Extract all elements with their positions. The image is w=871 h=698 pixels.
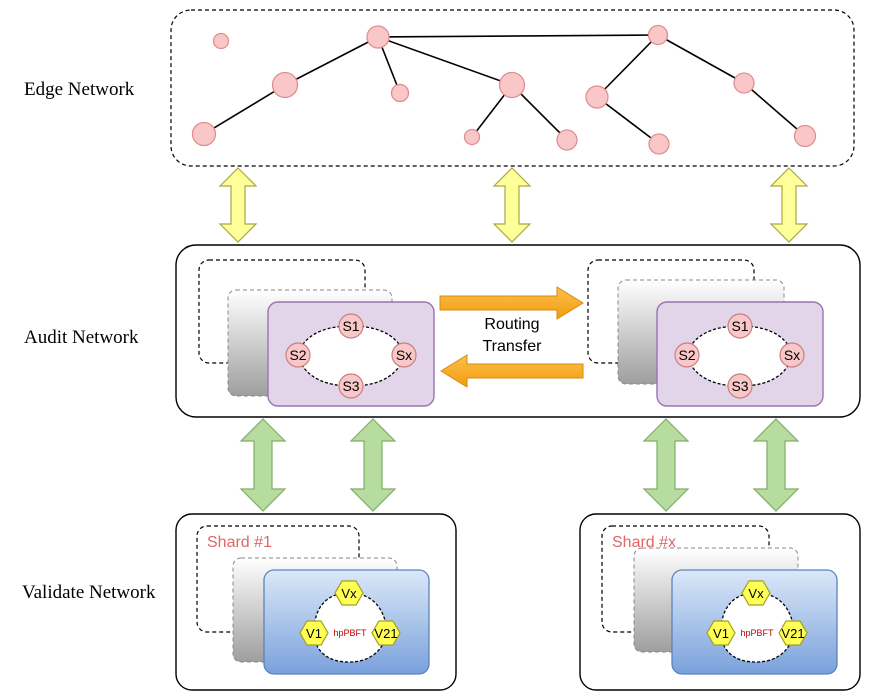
protocol-label: hpPBFT — [740, 628, 774, 638]
audit-committee-right: S1 S2 Sx S3 — [587, 259, 824, 407]
routing-label: Routing — [484, 316, 539, 333]
validate-shard-x: Shard #x Vx V1 V21 hpPBFT — [579, 513, 861, 691]
edge-audit-links — [218, 167, 809, 243]
validator-v21: V21 — [781, 626, 804, 641]
audit-node-s3: S3 — [731, 378, 748, 394]
validator-v1: V1 — [306, 626, 322, 641]
audit-node-sx: Sx — [396, 347, 412, 363]
audit-node-s1: S1 — [731, 318, 748, 334]
audit-network: S1 S2 Sx S3 S1 S2 Sx S3 Routing Tra — [175, 244, 861, 418]
edge-node — [463, 128, 481, 146]
edge-node — [366, 25, 390, 49]
validator-vx: Vx — [341, 586, 357, 601]
edge-node — [390, 83, 410, 103]
left-arrow-icon — [440, 354, 584, 388]
double-arrow-icon — [769, 167, 809, 243]
validator-hex-icon — [371, 620, 401, 646]
right-arrow-icon — [439, 286, 584, 320]
double-arrow-icon — [752, 418, 800, 512]
edge-node — [556, 129, 578, 151]
double-arrow-icon — [239, 418, 287, 512]
validator-hex-icon — [741, 580, 771, 606]
validator-vx: Vx — [748, 586, 764, 601]
double-arrow-icon — [349, 418, 397, 512]
edge-node — [212, 32, 230, 50]
validator-hex-icon — [778, 620, 808, 646]
audit-node-s1: S1 — [342, 318, 359, 334]
validator-hex-icon — [334, 580, 364, 606]
audit-node-s2: S2 — [678, 347, 695, 363]
shard-label: Shard #1 — [207, 534, 272, 551]
edge-network — [170, 9, 855, 167]
shard-label: Shard #x — [612, 534, 676, 551]
edge-node — [647, 24, 669, 46]
audit-network-label: Audit Network — [24, 327, 139, 348]
validator-v21: V21 — [374, 626, 397, 641]
transfer-label: Transfer — [483, 338, 543, 355]
edge-node — [648, 133, 670, 155]
audit-node-s2: S2 — [289, 347, 306, 363]
audit-node-s3: S3 — [342, 378, 359, 394]
audit-node-sx: Sx — [784, 347, 800, 363]
edge-network-label: Edge Network — [24, 79, 135, 100]
double-arrow-icon — [492, 167, 532, 243]
protocol-label: hpPBFT — [333, 628, 367, 638]
validator-hex-icon — [299, 620, 329, 646]
edge-nodes — [191, 24, 817, 155]
edge-node — [733, 72, 755, 94]
validator-hex-icon — [706, 620, 736, 646]
edge-node — [191, 121, 217, 147]
edge-node — [271, 71, 299, 99]
edge-node — [793, 124, 817, 148]
double-arrow-icon — [218, 167, 258, 243]
validator-v1: V1 — [713, 626, 729, 641]
validate-network-label: Validate Network — [22, 582, 156, 603]
edge-node — [498, 71, 526, 99]
edge-network-boundary — [170, 9, 855, 167]
validate-shard-1: Shard #1 Vx V1 V21 hpPBFT — [175, 513, 457, 691]
audit-committee-left: S1 S2 Sx S3 — [198, 259, 435, 407]
double-arrow-icon — [642, 418, 690, 512]
edge-node — [585, 85, 609, 109]
audit-validate-links — [239, 418, 800, 512]
